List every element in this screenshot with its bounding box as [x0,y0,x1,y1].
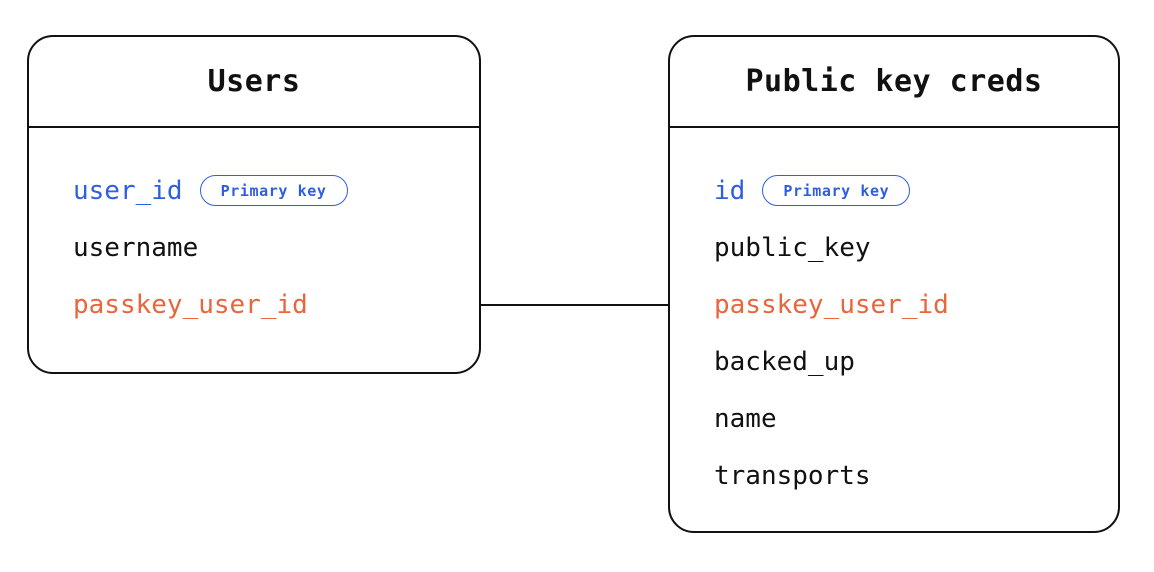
field-name-username: username [73,232,199,263]
field-name-name: name [714,403,777,434]
field-row[interactable]: username [73,219,479,276]
field-row[interactable]: user_id Primary key [73,162,479,219]
field-row[interactable]: transports [714,447,1118,504]
primary-key-badge: Primary key [199,175,348,206]
field-name-transports: transports [714,460,871,491]
entity-title-users: Users [207,64,301,99]
field-row[interactable]: name [714,390,1118,447]
field-name-id: id [714,175,746,206]
field-name-backed-up: backed_up [714,346,855,377]
field-name-passkey-user-id: passkey_user_id [73,289,308,320]
entity-header-users: Users [29,37,479,128]
field-row[interactable]: public_key [714,219,1118,276]
field-row[interactable]: passkey_user_id [714,276,1118,333]
field-name-passkey-user-id: passkey_user_id [714,289,949,320]
entity-header-public-key-creds: Public key creds [670,37,1118,128]
field-name-public-key: public_key [714,232,871,263]
field-row[interactable]: backed_up [714,333,1118,390]
field-name-user-id: user_id [73,175,183,206]
primary-key-badge: Primary key [762,175,911,206]
field-row[interactable]: passkey_user_id [73,276,479,333]
field-row[interactable]: id Primary key [714,162,1118,219]
relationship-line-users-to-creds [481,304,668,306]
entity-title-public-key-creds: Public key creds [745,64,1043,99]
